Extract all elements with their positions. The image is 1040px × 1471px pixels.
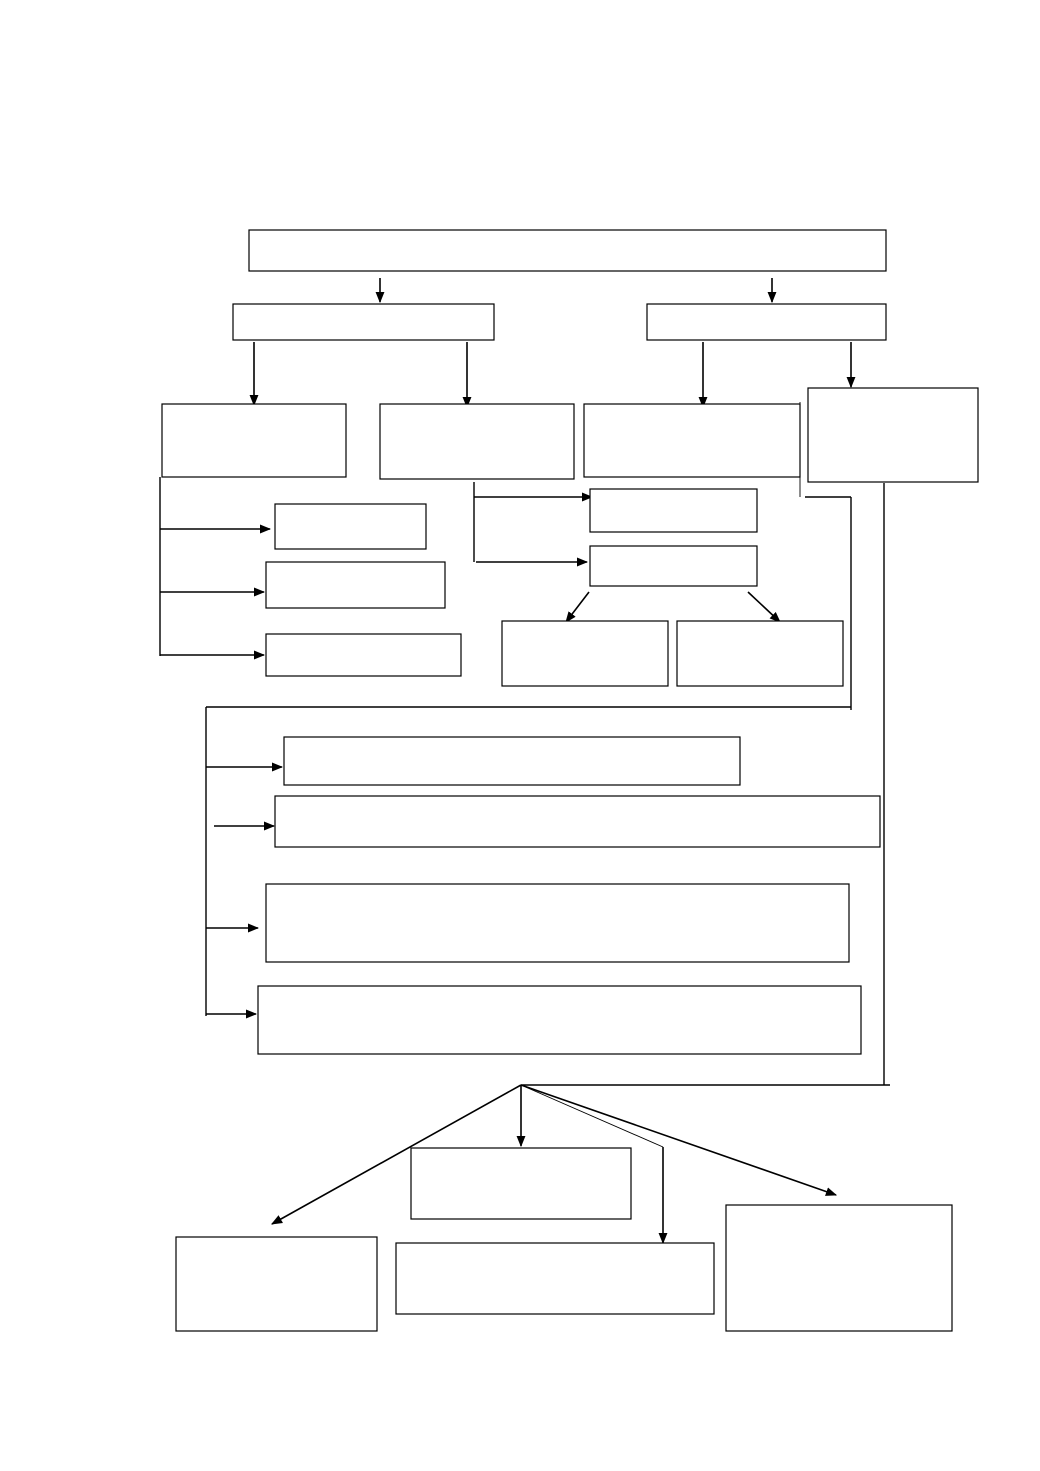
arrow-sub-b2-left — [565, 591, 590, 623]
outcome-2-box — [410, 1147, 632, 1220]
arrow-sub-b2-right — [747, 591, 781, 623]
wide-2-box — [274, 795, 881, 848]
sub-b1-box — [589, 488, 758, 533]
left-child-1-box — [161, 403, 347, 478]
sub-a2-box — [265, 561, 446, 609]
right-child-1-box — [583, 403, 801, 478]
sub-a1-box — [274, 503, 427, 550]
wide-3-box — [265, 883, 850, 963]
sub-b2-left-box — [501, 620, 669, 687]
wide-4-box — [257, 985, 862, 1055]
sub-b2-right-box — [676, 620, 844, 687]
right-child-2-box — [807, 387, 979, 483]
left-child-2-box — [379, 403, 575, 480]
connectors — [159, 278, 890, 1245]
branch-left-box — [232, 303, 495, 341]
outcome-1-box — [175, 1236, 378, 1332]
outcome-4-box — [725, 1204, 953, 1332]
outcome-3-box — [395, 1242, 715, 1315]
sub-b2-box — [589, 545, 758, 587]
connector-outcome-3-diagonal — [520, 1084, 664, 1148]
root-box — [248, 229, 887, 272]
boxes — [161, 229, 979, 1332]
branch-right-box — [646, 303, 887, 341]
arrow-outcome-1 — [271, 1084, 522, 1225]
sub-a3-box — [265, 633, 462, 677]
wide-1-box — [283, 736, 741, 786]
arrow-outcome-4 — [520, 1084, 838, 1196]
